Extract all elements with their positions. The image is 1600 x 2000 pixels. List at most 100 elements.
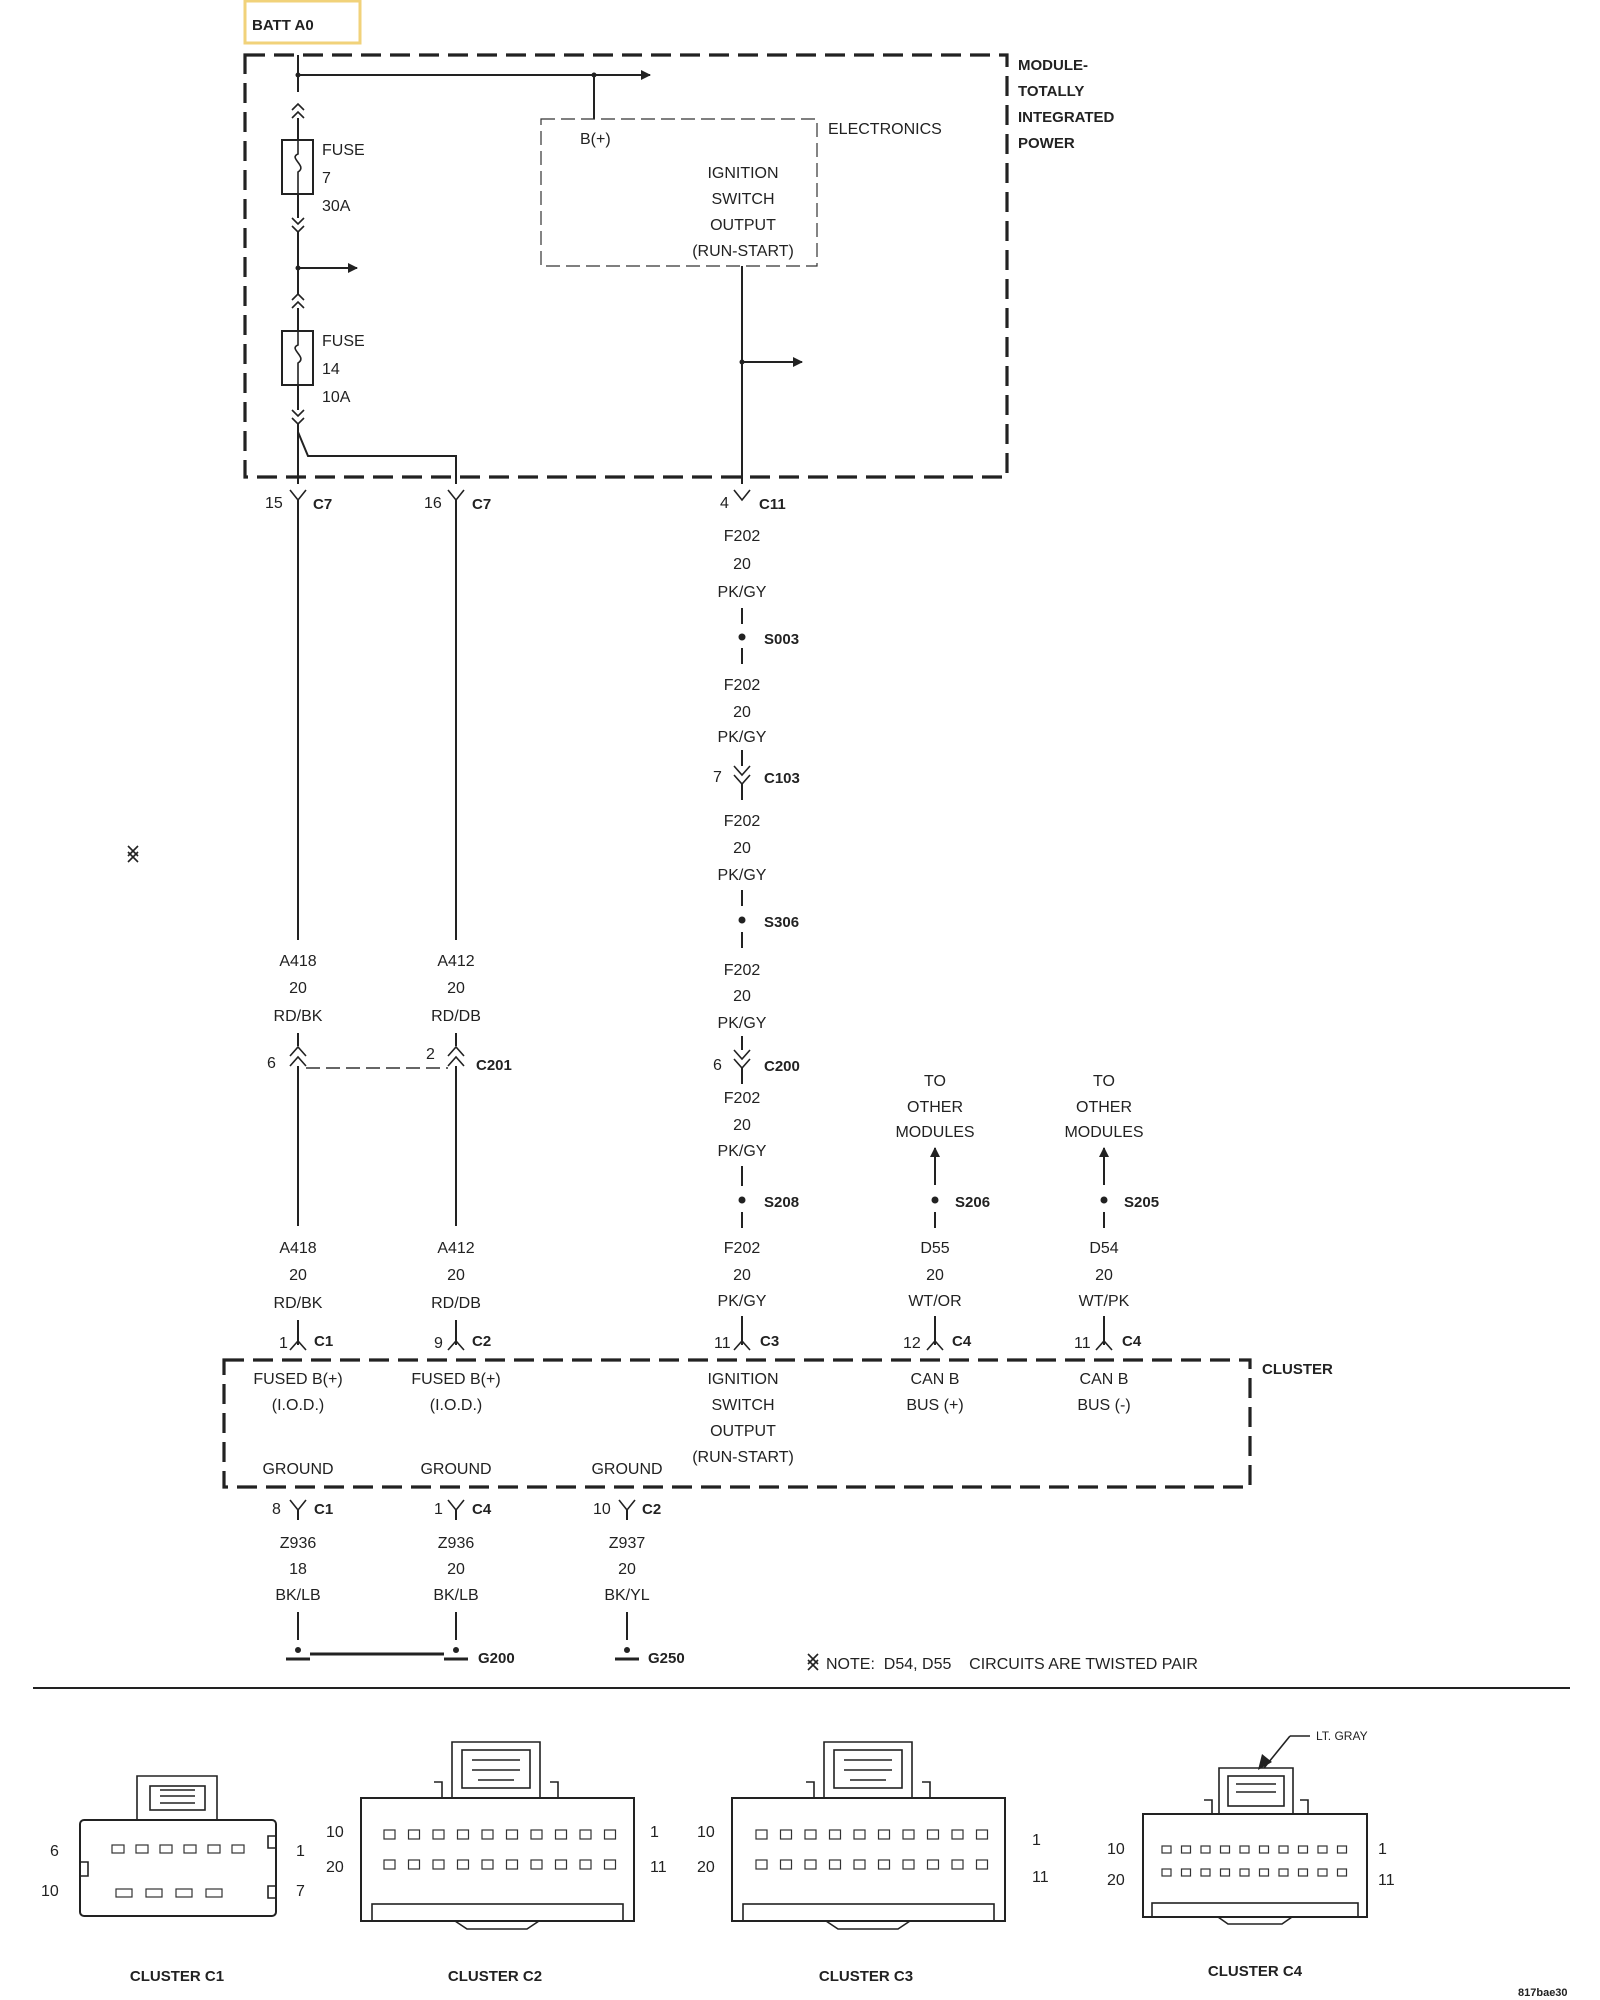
callout-arrowhead: [1258, 1754, 1272, 1770]
figure-id: 817bae30: [1518, 1987, 1568, 1999]
fuse-14-number: 14: [322, 361, 340, 378]
ground-label: GROUND: [420, 1461, 491, 1478]
latch-inner: [461, 1749, 531, 1789]
wire-circuit: F202: [724, 962, 761, 979]
splice-s306: S306: [738, 914, 799, 931]
connector-base: [371, 1903, 624, 1922]
pin-cavity: [951, 1829, 964, 1840]
wire-color: RD/BK: [274, 1295, 323, 1312]
wire-circuit: D55: [920, 1240, 949, 1257]
cluster-ignition-line: (RUN-START): [692, 1449, 794, 1466]
pin-cavity: [530, 1829, 543, 1840]
connector-symbol: [289, 489, 307, 502]
pin-cavity: [951, 1859, 964, 1870]
connector-foot: [454, 1920, 540, 1930]
connector-symbol: [926, 1339, 944, 1351]
pin-cavity: [432, 1859, 445, 1870]
pin-cavity: [828, 1829, 842, 1840]
fuse-connector-symbol: [291, 409, 305, 426]
connector-body: [79, 1819, 277, 1917]
wire-circuit: A412: [437, 1240, 474, 1257]
pin-cavity: [432, 1829, 445, 1840]
pin-number: 2: [426, 1046, 435, 1063]
pin-cavity: [1161, 1845, 1172, 1854]
module-title-line: POWER: [1018, 135, 1075, 152]
connector-base: [742, 1903, 995, 1922]
pin-number: 11: [1074, 1335, 1091, 1352]
wire-circuit: F202: [724, 677, 761, 694]
pin-label: 10: [41, 1883, 59, 1900]
connector-body: [1142, 1813, 1368, 1918]
connector-name: C1: [314, 1333, 333, 1350]
pin-number: 1: [279, 1335, 288, 1352]
connector-c11: 4 C11: [720, 489, 786, 513]
wire-color: BK/LB: [275, 1587, 320, 1604]
connector-name: C2: [472, 1333, 491, 1350]
to-other-line: TO: [924, 1073, 946, 1090]
fuse-7-number: 7: [322, 170, 331, 187]
pin-cavity: [456, 1829, 470, 1840]
fuse-7-rating: 30A: [322, 198, 351, 215]
connector-c103: 7 C103: [713, 765, 800, 800]
pin-cavity: [975, 1829, 989, 1840]
pin-cavity: [926, 1859, 940, 1870]
pin-number: 11: [714, 1335, 731, 1352]
electronics-label: ELECTRONICS: [828, 121, 942, 138]
pin-cavity: [804, 1859, 817, 1870]
pin-cavity: [407, 1859, 421, 1870]
cluster-boundary: [222, 1358, 1252, 1489]
wire-gauge: 20: [289, 1267, 307, 1284]
pin-cavity: [481, 1829, 494, 1840]
pin-number: 6: [713, 1057, 722, 1074]
cluster-ignition-line: IGNITION: [707, 1371, 778, 1388]
to-other-line: MODULES: [1064, 1124, 1143, 1141]
pin-number: 1: [434, 1501, 443, 1518]
pin-label: 11: [1032, 1869, 1049, 1886]
pin-cavity: [1317, 1868, 1328, 1877]
fuse-word: FUSE: [322, 142, 365, 159]
pin-cavity: [183, 1844, 197, 1854]
wire-gauge: 18: [289, 1561, 307, 1578]
pin-cavity: [902, 1829, 915, 1840]
connector-symbol: [447, 1499, 465, 1512]
connector-name: C3: [760, 1333, 779, 1350]
splice-dot: [1100, 1196, 1108, 1204]
splice-dot: [738, 1196, 746, 1204]
splice-s208: S208: [738, 1194, 799, 1211]
ground-label: GROUND: [591, 1461, 662, 1478]
connector-body: [360, 1797, 635, 1922]
wire-gauge: 20: [447, 1267, 465, 1284]
pin-cavity: [579, 1829, 592, 1840]
connector-key: [80, 1835, 276, 1899]
splice-dot: [738, 916, 746, 924]
pin-label: 20: [326, 1859, 344, 1876]
pin-cavity: [383, 1859, 396, 1870]
ground-dot: [453, 1647, 459, 1653]
ground-g250-symbol: G250: [615, 1647, 685, 1667]
latch-inner: [149, 1785, 206, 1811]
connector-symbol: [733, 489, 751, 502]
module-boundary: [243, 53, 1009, 479]
pin-row: [111, 1844, 245, 1898]
to-other-line: OTHER: [1076, 1099, 1132, 1116]
can-minus-line: CAN B: [1080, 1371, 1129, 1388]
pin-number: 9: [434, 1335, 443, 1352]
connector-name: C1: [314, 1501, 333, 1518]
ignition-output-line: IGNITION: [707, 165, 778, 182]
ground-label: G250: [648, 1650, 685, 1667]
fuse-14-branch-wire: [297, 431, 457, 484]
ground-dot: [295, 1647, 301, 1653]
splice-label: S306: [764, 914, 799, 931]
fused-bplus-line: (I.O.D.): [272, 1397, 324, 1414]
pin-label: 11: [1378, 1872, 1395, 1889]
wire-color: RD/DB: [431, 1008, 481, 1025]
connector-title: CLUSTER C3: [819, 1968, 913, 1985]
pin-cavity: [1258, 1868, 1270, 1877]
pin-cavity: [456, 1859, 470, 1870]
pin-label: 11: [650, 1859, 667, 1876]
module-title-line: INTEGRATED: [1018, 109, 1115, 126]
pin-cavity: [603, 1829, 617, 1840]
connector-title: CLUSTER C1: [130, 1968, 224, 1985]
connector-symbol: [733, 1049, 751, 1070]
